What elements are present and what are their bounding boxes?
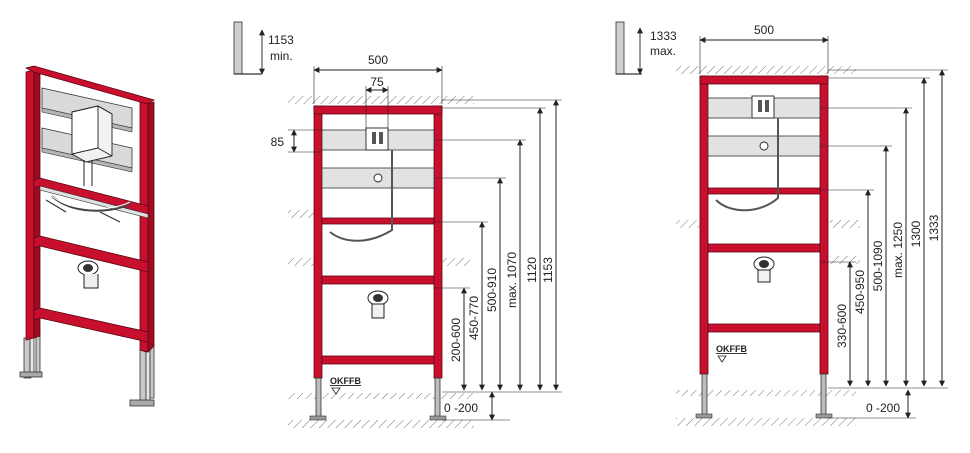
middle-hose <box>329 150 393 242</box>
dim-max-1250: max. 1250 <box>891 222 905 278</box>
middle-vertical-dimensions <box>461 99 559 421</box>
middle-elevation-view: 1153 min. <box>233 21 562 428</box>
middle-top-bar <box>313 105 443 115</box>
right-ceiling-hatch <box>676 66 856 74</box>
water-pipe <box>83 160 93 186</box>
wall-depth-icon <box>233 21 265 75</box>
dim-500-910: 500-910 <box>485 268 499 312</box>
inner-width-dimension <box>365 86 389 128</box>
frame-right-upright <box>139 101 155 353</box>
dim-450-770: 450-770 <box>467 296 481 340</box>
frame-legs <box>19 329 155 407</box>
right-cross-bar-2 <box>707 243 821 253</box>
right-right-upright <box>819 75 829 375</box>
middle-drain <box>367 290 389 319</box>
dim-1333: 1333 <box>927 214 941 241</box>
right-width-label: 500 <box>754 23 774 37</box>
middle-left-leg <box>315 377 322 419</box>
panel-spacing-dimension <box>288 129 322 153</box>
min-height-suffix: min. <box>270 49 293 63</box>
dim-330-600: 330-600 <box>835 304 849 348</box>
max-height-value: 1333 <box>650 29 677 43</box>
ceiling-hatch <box>288 96 474 104</box>
dim-max-1070: max. 1070 <box>505 252 519 308</box>
side-hatch-2 <box>288 258 318 266</box>
dim-1153: 1153 <box>541 257 555 283</box>
right-drain <box>753 256 775 283</box>
min-height-value: 1153 <box>268 33 294 47</box>
middle-cross-bar-3 <box>321 355 435 365</box>
right-side-hatch-3 <box>830 256 860 264</box>
middle-cross-bar-1 <box>321 217 435 225</box>
middle-panel-lower <box>321 167 435 189</box>
dim-1120: 1120 <box>525 257 539 283</box>
inner-width-label: 75 <box>370 75 384 89</box>
right-side-hatch-2 <box>830 220 860 228</box>
dim-500-1090: 500-1090 <box>871 240 885 291</box>
dim-200-600: 200-600 <box>449 318 463 362</box>
mounting-rail <box>39 185 149 219</box>
middle-right-leg <box>434 377 441 419</box>
floor-hatch-lower <box>288 420 474 428</box>
floor-range-label: 0 -200 <box>444 401 478 415</box>
frame-cross-bar-2 <box>33 235 149 273</box>
width-label: 500 <box>368 53 388 67</box>
right-floor-hatch-upper <box>676 390 856 396</box>
max-height-suffix: max. <box>650 44 676 58</box>
frame-cross-bar-3 <box>33 307 149 343</box>
floor-level-triangle-icon <box>717 355 727 363</box>
perspective-frame-view <box>19 65 155 407</box>
right-floor-hatch-lower <box>676 418 856 426</box>
right-vertical-dimensions <box>847 69 945 419</box>
middle-left-upright <box>313 105 323 379</box>
right-cross-bar-3 <box>707 323 821 333</box>
right-left-leg <box>701 373 708 417</box>
right-hose <box>715 118 779 212</box>
right-elevation-view: 1333 max. <box>615 21 948 426</box>
right-right-leg <box>820 373 827 417</box>
right-top-bar <box>699 75 829 85</box>
right-floor-range-label: 0 -200 <box>866 401 900 415</box>
right-panel-upper <box>707 95 821 119</box>
flush-box <box>71 105 113 163</box>
right-side-hatch-1 <box>676 220 706 228</box>
side-hatch-3 <box>440 258 470 266</box>
right-cross-bar-1 <box>707 187 821 195</box>
middle-cross-bar-2 <box>321 275 435 285</box>
frame-left-upright <box>25 69 41 341</box>
middle-right-upright <box>433 105 443 379</box>
right-left-upright <box>699 75 709 375</box>
frame-top-bar <box>24 65 155 105</box>
width-dimension <box>313 66 443 104</box>
panel-spacing-label: 85 <box>271 135 285 149</box>
floor-level-triangle-icon <box>331 387 341 395</box>
wall-depth-icon <box>615 21 643 75</box>
floor-hatch-upper <box>288 393 474 399</box>
middle-floor-label: OKFFB <box>330 376 361 386</box>
dim-1300: 1300 <box>909 220 923 247</box>
dim-450-950: 450-950 <box>853 270 867 314</box>
middle-panel-upper <box>321 127 435 151</box>
right-floor-label: OKFFB <box>716 344 747 354</box>
right-panel-lower <box>707 135 821 157</box>
right-width-dimension <box>699 36 829 74</box>
side-hatch-1 <box>288 210 318 218</box>
drain-elbow <box>77 260 99 289</box>
